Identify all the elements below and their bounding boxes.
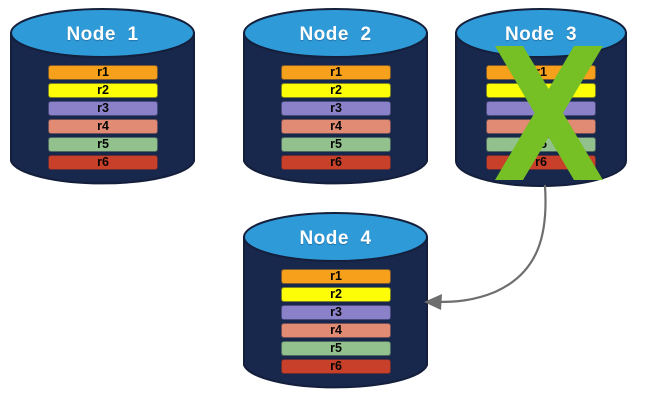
- row-r4[interactable]: r4: [281, 323, 391, 338]
- node-label-4: Node 4: [299, 228, 372, 249]
- row-r6[interactable]: r6: [48, 155, 158, 170]
- row-label: r2: [97, 83, 109, 97]
- row-stack-3: r1 r2 r3 r4 r5 r6: [486, 65, 596, 170]
- node-label-3: Node 3: [504, 24, 578, 45]
- row-r2[interactable]: r2: [48, 83, 158, 98]
- row-stack-1: r1 r2 r3 r4 r5 r6: [48, 65, 158, 170]
- row-label: r6: [330, 155, 342, 169]
- row-label: r2: [535, 83, 547, 97]
- row-label: r6: [97, 155, 109, 169]
- row-r4[interactable]: r4: [281, 119, 391, 134]
- row-label: r1: [330, 65, 342, 79]
- node-cylinder-2[interactable]: Node 2 r1 r2 r3 r4 r5 r6: [243, 8, 428, 186]
- row-r3[interactable]: r3: [281, 305, 391, 320]
- row-r6[interactable]: r6: [281, 359, 391, 374]
- row-label: r4: [535, 119, 547, 133]
- row-label: r6: [330, 359, 342, 373]
- row-r3[interactable]: r3: [486, 101, 596, 116]
- row-label: r3: [330, 101, 342, 115]
- row-label: r5: [535, 137, 547, 151]
- row-r4[interactable]: r4: [486, 119, 596, 134]
- row-label: r1: [535, 65, 547, 79]
- row-label: r4: [97, 119, 109, 133]
- row-r5[interactable]: r5: [486, 137, 596, 152]
- row-r4[interactable]: r4: [48, 119, 158, 134]
- row-label: r3: [97, 101, 109, 115]
- row-r3[interactable]: r3: [281, 101, 391, 116]
- row-label: r5: [330, 137, 342, 151]
- row-r6[interactable]: r6: [486, 155, 596, 170]
- row-label: r1: [97, 65, 109, 79]
- row-label: r5: [97, 137, 109, 151]
- row-label: r1: [330, 269, 342, 283]
- row-stack-2: r1 r2 r3 r4 r5 r6: [281, 65, 391, 170]
- row-r3[interactable]: r3: [48, 101, 158, 116]
- row-r5[interactable]: r5: [281, 137, 391, 152]
- row-r2[interactable]: r2: [281, 287, 391, 302]
- row-label: r2: [330, 287, 342, 301]
- row-label: r6: [535, 155, 547, 169]
- row-r1[interactable]: r1: [48, 65, 158, 80]
- node-cylinder-3[interactable]: Node 3 r1 r2 r3 r4 r5 r6: [455, 8, 627, 187]
- row-label: r2: [330, 83, 342, 97]
- row-r5[interactable]: r5: [281, 341, 391, 356]
- node-cylinder-1[interactable]: Node 1 r1 r2 r3 r4 r5 r6: [10, 8, 195, 186]
- row-r1[interactable]: r1: [486, 65, 596, 80]
- row-r1[interactable]: r1: [281, 65, 391, 80]
- row-label: r3: [330, 305, 342, 319]
- row-label: r5: [330, 341, 342, 355]
- row-label: r4: [330, 323, 342, 337]
- row-r2[interactable]: r2: [486, 83, 596, 98]
- row-r6[interactable]: r6: [281, 155, 391, 170]
- row-label: r4: [330, 119, 342, 133]
- row-stack-4: r1 r2 r3 r4 r5 r6: [281, 269, 391, 374]
- node-label-1: Node 1: [66, 24, 139, 45]
- row-r1[interactable]: r1: [281, 269, 391, 284]
- row-r5[interactable]: r5: [48, 137, 158, 152]
- row-label: r3: [535, 101, 547, 115]
- row-r2[interactable]: r2: [281, 83, 391, 98]
- node-label-2: Node 2: [299, 24, 372, 45]
- node-cylinder-4[interactable]: Node 4 r1 r2 r3 r4 r5 r6: [243, 212, 428, 390]
